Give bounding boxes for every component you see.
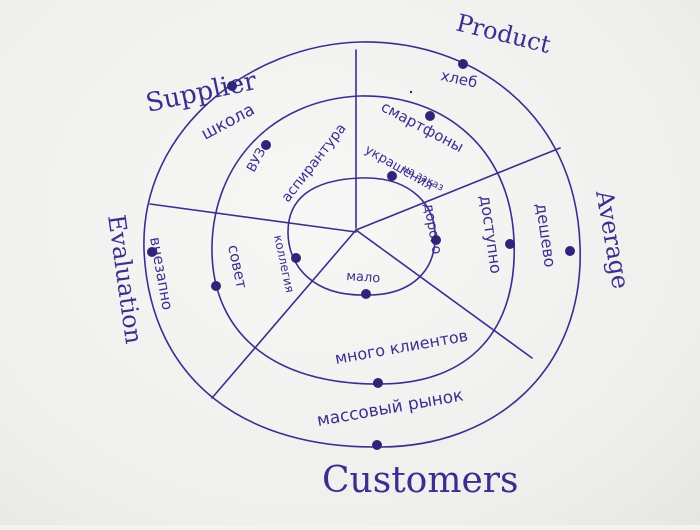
point-sovet (211, 281, 221, 291)
point-vuz (261, 140, 271, 150)
point-shkola (227, 81, 237, 91)
label-khleb: хлеб (439, 66, 479, 91)
pen-mark (409, 90, 413, 94)
axis-customers: Customers (322, 460, 518, 501)
label-aspirantura: аспирантура (279, 121, 350, 206)
point-massovyi-rynok (372, 440, 382, 450)
axis-average: Average (590, 187, 635, 291)
label-sovet: совет (224, 243, 251, 290)
label-deshevo: дешево (532, 202, 560, 269)
point-vneshnee (147, 247, 157, 257)
label-malo: мало (346, 269, 381, 286)
middle-ring (211, 95, 515, 385)
label-mnogo-klientov: много клиентов (333, 326, 469, 368)
axis-evaluation: Evaluation (102, 213, 148, 346)
spokes (149, 49, 561, 399)
point-dostupno (505, 239, 515, 249)
point-deshevo (565, 246, 575, 256)
spoke-southwest (211, 229, 357, 399)
spoke-northeast (355, 147, 561, 231)
outer-ring (143, 41, 581, 448)
point-smartfony (425, 111, 435, 121)
label-massovyi-rynok: массовый рынок (315, 385, 464, 430)
point-malo (361, 289, 371, 299)
point-khleb (458, 59, 468, 69)
label-ukrasheniya: украшения (362, 142, 436, 193)
point-mnogo-klientov (373, 378, 383, 388)
inner-ring (287, 177, 436, 296)
axis-product: Product (454, 9, 554, 59)
label-dorogo: дорого (420, 202, 445, 256)
label-vuz: ВУЗ (244, 146, 269, 175)
label-kollegiya: коллегия (271, 234, 297, 294)
spoke-west (149, 203, 357, 233)
label-dostupno: доступно (476, 194, 506, 275)
point-ukrasheniya (387, 171, 397, 181)
spoke-southeast (355, 229, 533, 359)
point-dorogo (431, 235, 441, 245)
point-kollegiya (291, 253, 301, 263)
